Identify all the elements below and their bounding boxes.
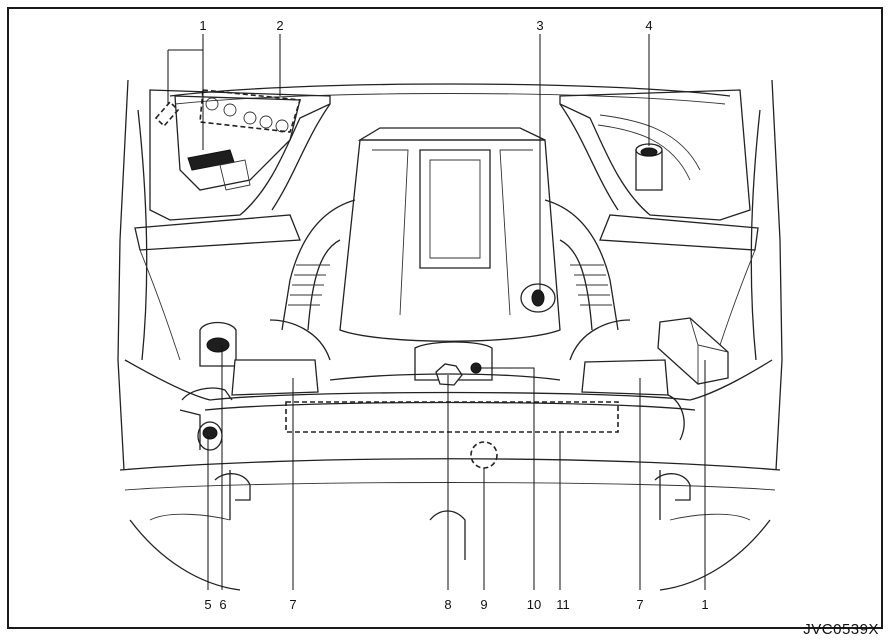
- drain-plug-dashed-outline: [470, 441, 498, 469]
- engine-bay-outline: [117, 79, 783, 591]
- radiator-and-dipstick-area: [329, 341, 561, 386]
- callout-2: 2: [276, 18, 283, 33]
- callout-1-right: 1: [701, 597, 708, 612]
- right-engine-block-housing: [581, 359, 669, 396]
- callout-7-left: 7: [289, 597, 296, 612]
- fusible-link-dashed-outline: [154, 100, 180, 128]
- callout-7-right: 7: [636, 597, 643, 612]
- front-cross-member: [204, 391, 696, 560]
- callout-9: 9: [480, 597, 487, 612]
- leader-lines: [167, 34, 706, 590]
- washer-and-coolant-reservoirs: [179, 321, 237, 451]
- callout-1-top: 1: [199, 18, 206, 33]
- right-relay-box: [657, 317, 729, 441]
- radiator-dashed-outline: [285, 401, 619, 433]
- figure-code: JVC0539X: [803, 621, 879, 638]
- callout-labels: 1 2 3 4 5 6 7 8 9 10 11 7 1: [199, 18, 708, 612]
- oil-filler-cap: [520, 283, 556, 313]
- engine-cover: [339, 127, 561, 342]
- lower-brackets: [149, 473, 751, 521]
- callout-6: 6: [219, 597, 226, 612]
- left-engine-block-housing: [231, 359, 319, 396]
- callout-4: 4: [645, 18, 652, 33]
- brake-fluid-reservoir: [597, 114, 701, 191]
- callout-8: 8: [444, 597, 451, 612]
- intake-ducts: [269, 199, 631, 361]
- callout-3: 3: [536, 18, 543, 33]
- callout-5: 5: [204, 597, 211, 612]
- fuse-block-dashed-outline: [199, 89, 302, 133]
- callout-10: 10: [527, 597, 541, 612]
- fuse-relay-box: [174, 95, 301, 191]
- callout-11: 11: [556, 597, 570, 612]
